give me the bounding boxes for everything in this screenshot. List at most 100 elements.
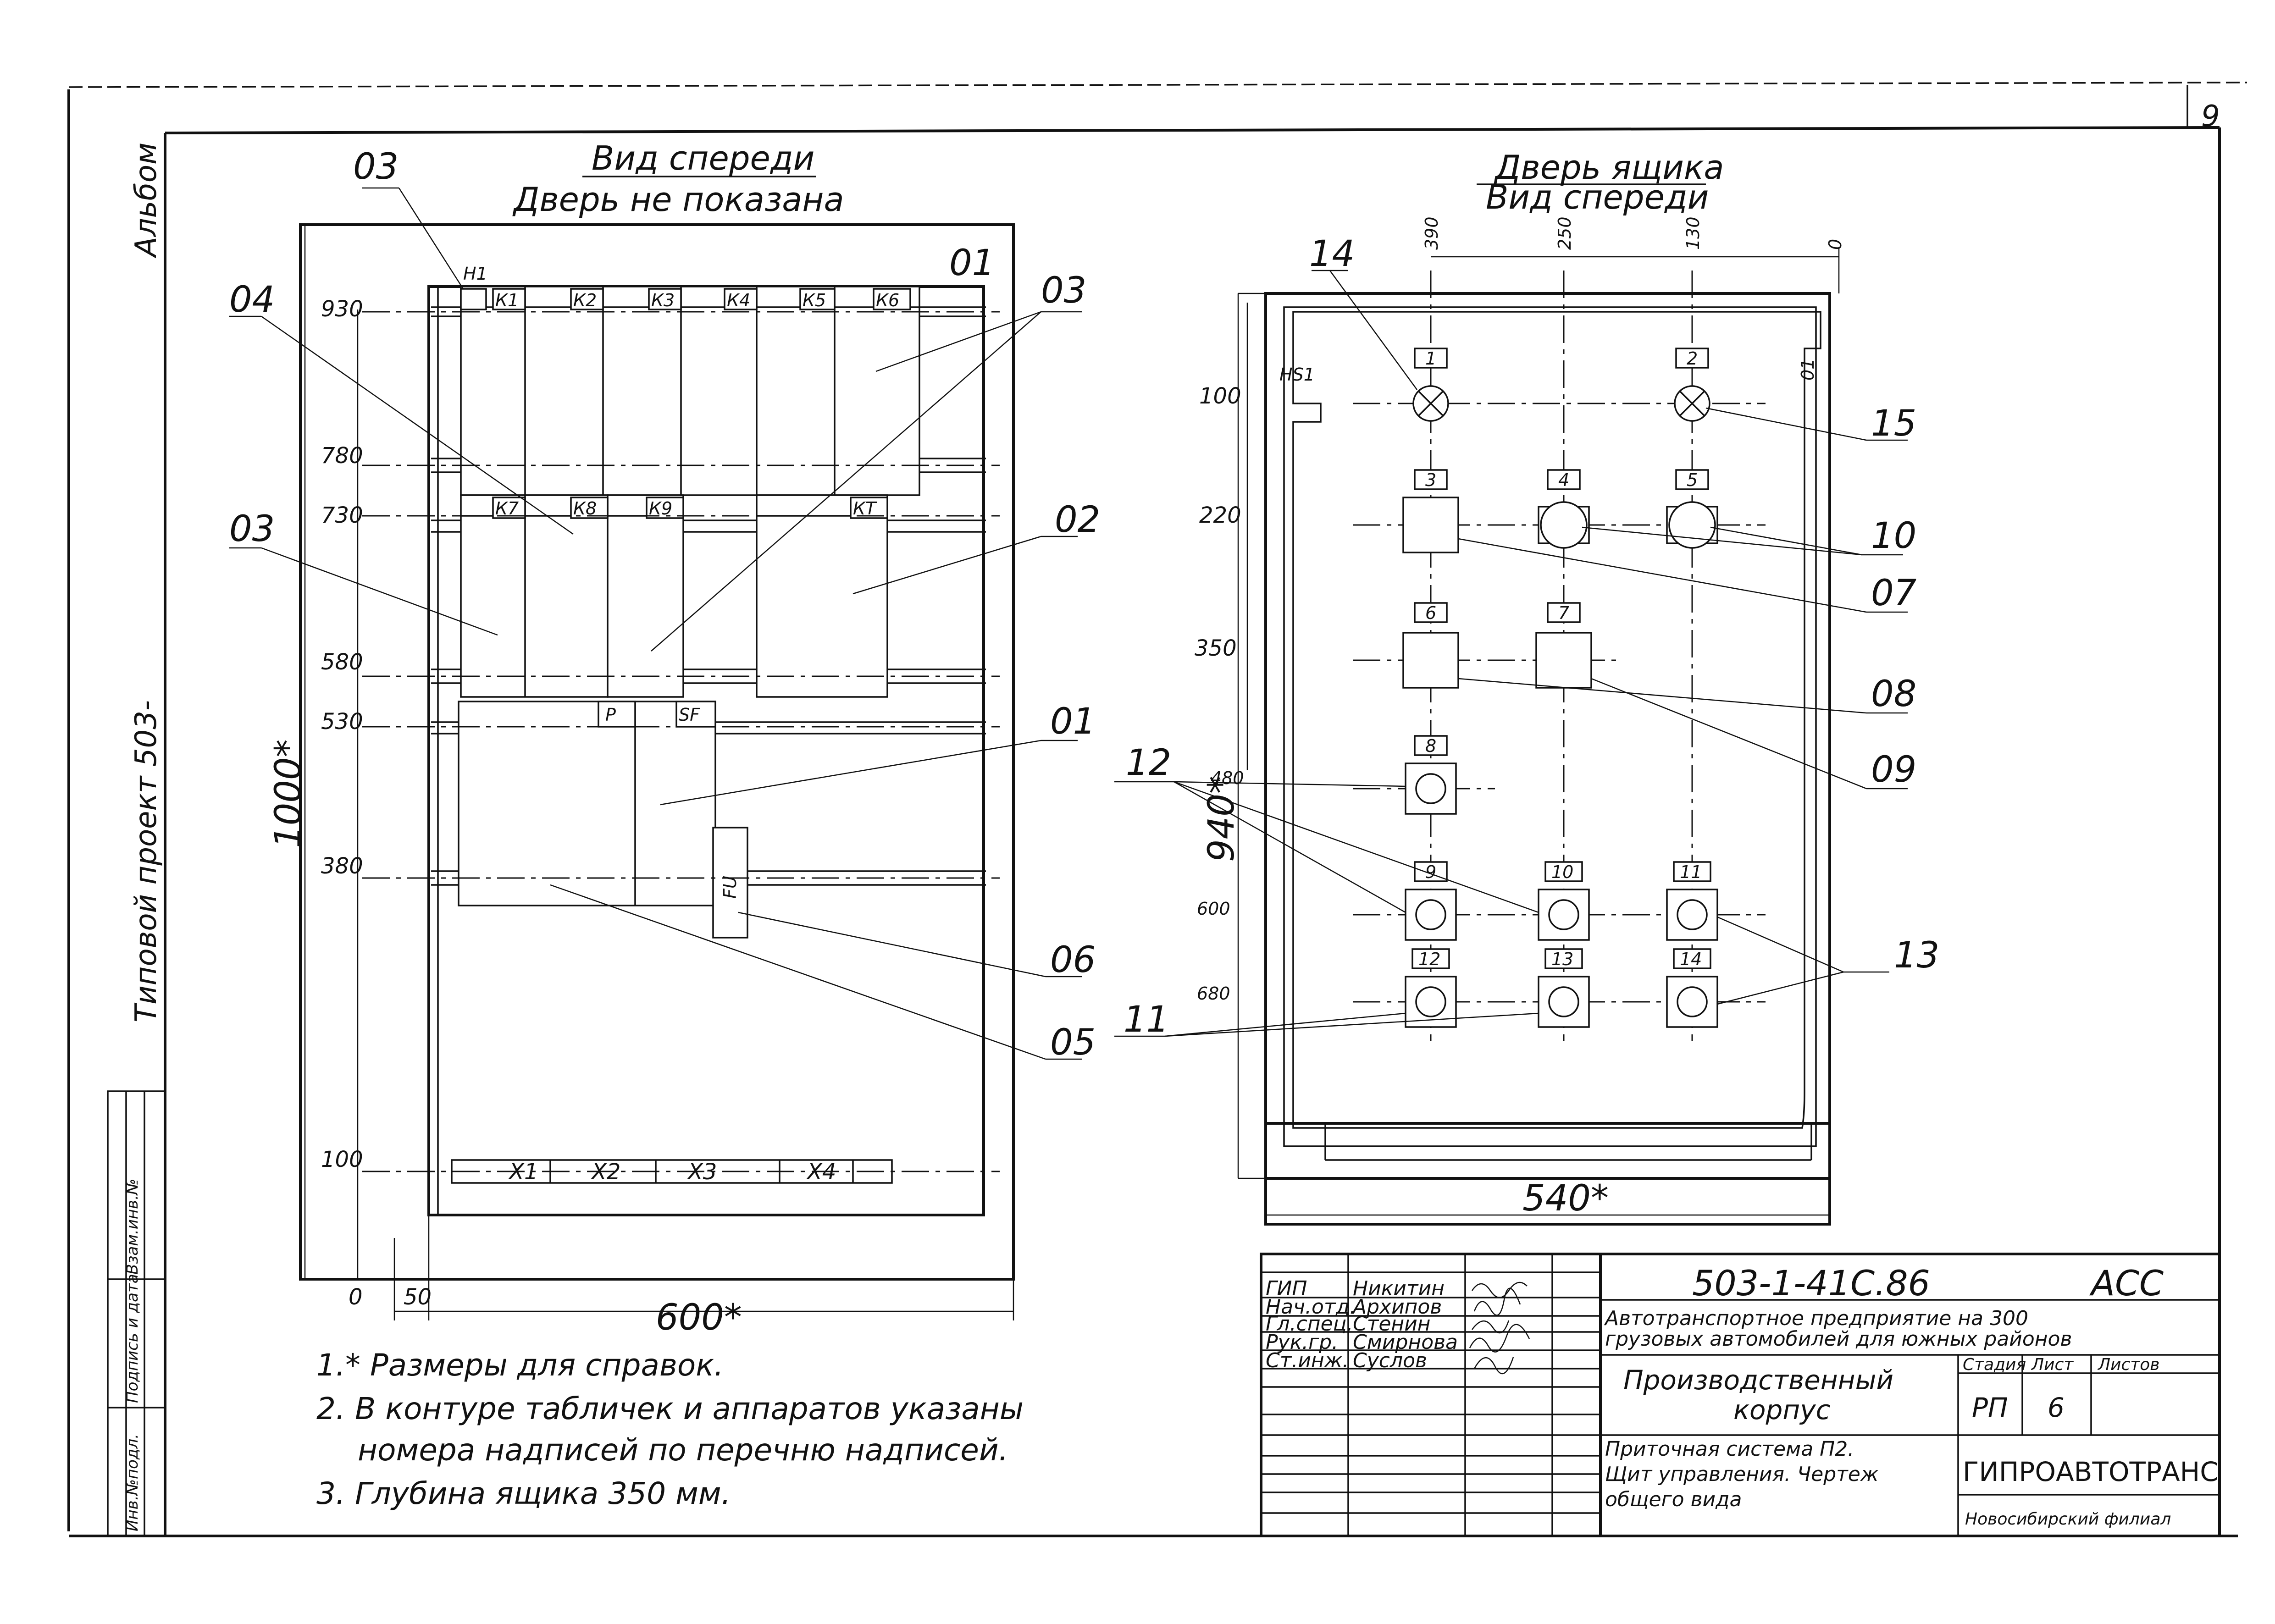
push-buttons [1405,762,1718,1028]
plate-2: 2 [1687,348,1698,369]
role-chief-spec: Гл.спец. [1266,1312,1353,1336]
plate-12: 12 [1418,949,1440,969]
dim-380: 380 [321,853,363,879]
callout-10: 10 [1871,515,1916,557]
lamps [1412,385,1710,422]
callout-14: 14 [1309,233,1355,275]
callout-12: 12 [1126,742,1171,784]
dim-530: 530 [321,709,363,735]
dim-door-height: 940* [1201,776,1242,862]
note-2-cont: номера надписей по перечню надписей. [358,1432,1008,1468]
doc-mark: АСС [2089,1263,2164,1304]
tag-k3: К3 [651,290,675,310]
sheet-label: Лист [2031,1355,2074,1374]
callout-07: 07 [1871,573,1916,614]
front-callouts: 03 01 04 03 03 02 01 06 05 [229,146,1100,1063]
tag-h1: Н1 [463,264,487,284]
push-button-icon [1548,899,1579,930]
dim-100: 100 [321,1147,363,1172]
plate-8: 8 [1425,736,1436,756]
note-3: 3. Глубина ящика 350 мм. [316,1476,731,1511]
rotary-switch-icon [1540,501,1588,549]
name-nikitin: Никитин [1353,1277,1445,1300]
door-view: Дверь ящика Вид спереди HS1 01 [1114,148,1939,1226]
sheet-title-line-1: Приточная система П2. [1605,1437,1854,1461]
callout-01: 01 [1050,701,1096,742]
role-senior-eng: Ст.инж. [1266,1349,1349,1372]
plate-5: 5 [1687,470,1698,490]
front-centerlines [362,311,1000,1172]
stamp-signature-date: Подпись и дата [123,1274,142,1403]
door-cutout [1292,311,1821,1129]
door-bottom-cover [1264,1122,1831,1226]
tag-p: Р [605,705,616,725]
callout-03-b: 03 [1041,270,1086,311]
dim-930: 930 [321,296,363,322]
door-dimensions: 390 250 130 0 100 220 350 480 600 680 94… [1195,216,1845,1224]
tag-k1: К1 [495,290,519,310]
tag-k2: К2 [573,290,597,310]
callout-08: 08 [1871,674,1916,715]
push-button-icon [1548,986,1579,1017]
dim-250: 250 [1555,216,1575,250]
door-inner-contour [1283,306,1817,1147]
name-smirnova: Смирнова [1353,1331,1458,1354]
tag-k5: К5 [803,290,826,310]
dim-height: 1000* [268,739,309,848]
door-view-subtitle: Вид спереди [1486,178,1709,216]
dim-780: 780 [321,443,363,469]
label-plates: 1 2 3 4 5 6 7 8 9 10 11 12 13 14 [1411,348,1711,969]
relays-mid: К7 К8 К9 КТ [460,494,888,698]
stamp-replaced-inv: Взам.инв.№ [123,1179,142,1275]
door-outline [1264,292,1831,1180]
role-head-dept: Нач.отд. [1266,1295,1356,1319]
name-arkhipov: Архипов [1351,1295,1442,1319]
callout-03-c: 03 [229,508,275,550]
plate-7: 7 [1558,603,1569,623]
switch-icon [1402,632,1459,689]
door-callouts: 14 15 10 07 08 09 12 13 [1114,233,1939,1040]
front-view: Вид спереди Дверь не показана [229,139,1100,1338]
switches-row [1402,497,1718,689]
tag-k4: К4 [727,290,750,310]
branch-name: Новосибирский филиал [1965,1510,2171,1529]
plate-10: 10 [1551,862,1573,882]
callout-13: 13 [1894,935,1939,976]
enterprise-line-2: грузовых автомобилей для южных районов [1605,1327,2072,1351]
front-view-subtitle: Дверь не показана [512,180,844,219]
tag-k6: К6 [876,290,899,310]
callout-04: 04 [229,279,275,320]
sheet-title-line-2: Щит управления. Чертеж [1605,1463,1879,1486]
org-name: ГИПРОАВТОТРАНС [1963,1456,2219,1487]
dim-130: 130 [1683,216,1703,250]
dim-390: 390 [1422,216,1442,250]
stamp-inv-no: Инв.№подл. [123,1434,142,1531]
dim-580: 580 [321,649,363,675]
role-gip: ГИП [1266,1277,1307,1300]
push-button-icon [1677,986,1708,1017]
dim-0-top: 0 [1825,239,1845,250]
building-line-1: Производственный [1623,1364,1893,1396]
doc-code: 503-1-41С.86 [1692,1263,1930,1304]
sheet-number: 9 [2201,99,2220,133]
dim-730: 730 [321,503,363,528]
callout-15: 15 [1871,403,1916,444]
building-line-2: корпус [1733,1394,1831,1425]
note-2: 2. В контуре табличек и аппаратов указан… [316,1391,1024,1426]
breaker-block: Р SF FU [458,701,748,939]
plate-13: 13 [1551,949,1573,969]
title-block: ГИП Нач.отд. Гл.спец. Рук.гр. Ст.инж. Ни… [1260,1253,2221,1537]
push-button-icon [1415,899,1446,930]
door-view-title: Дверь ящика [1494,148,1724,187]
relays-top: К1 К2 К3 К4 К5 К6 Н1 [460,264,920,496]
dim-50: 50 [404,1284,432,1310]
notes: 1.* Размеры для справок. 2. В контуре та… [316,1348,1024,1511]
dim-680: 680 [1197,983,1230,1004]
plate-4: 4 [1558,470,1569,490]
plate-6: 6 [1425,603,1436,623]
tag-q1: 01 [1798,359,1818,381]
push-button-icon [1415,773,1446,804]
dim-220: 220 [1199,503,1241,528]
note-1: 1.* Размеры для справок. [316,1348,724,1383]
